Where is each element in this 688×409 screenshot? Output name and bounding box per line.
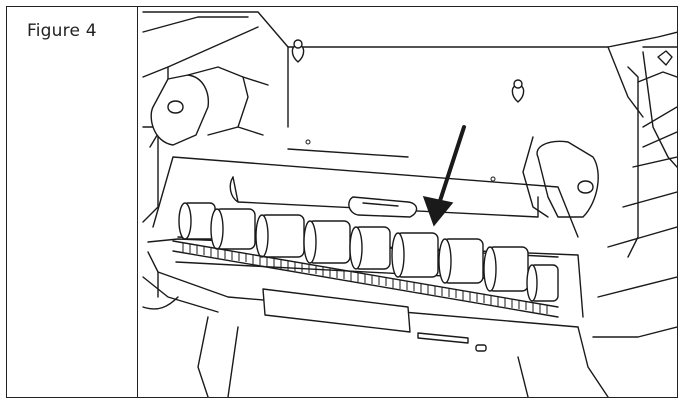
right-media-holder: [522, 136, 599, 218]
roller-1: [178, 202, 216, 240]
roller-2: [210, 208, 256, 250]
roller-assembly: [175, 202, 559, 302]
figure-frame: Figure 4: [6, 6, 679, 398]
roller-8: [483, 246, 529, 292]
printer-line-drawing: [142, 11, 679, 398]
drive-shaft: [172, 240, 559, 318]
right-side-panel: [592, 50, 678, 338]
roller-6: [391, 232, 439, 278]
roller-3: [255, 214, 305, 258]
figure-label-cell: Figure 4: [7, 7, 138, 397]
media-guide-block: [348, 196, 418, 218]
roller-7: [438, 238, 484, 284]
roller-9: [526, 264, 559, 302]
pointer-arrow: [422, 125, 466, 227]
housing-outline: [142, 11, 679, 258]
roller-5: [349, 226, 391, 270]
figure-label: Figure 4: [27, 21, 97, 41]
roller-4: [303, 220, 351, 264]
printer-interior-illustration: [138, 7, 679, 398]
left-media-holder: [150, 66, 269, 146]
front-bezel: [142, 288, 609, 398]
mounting-slots: [291, 39, 525, 182]
